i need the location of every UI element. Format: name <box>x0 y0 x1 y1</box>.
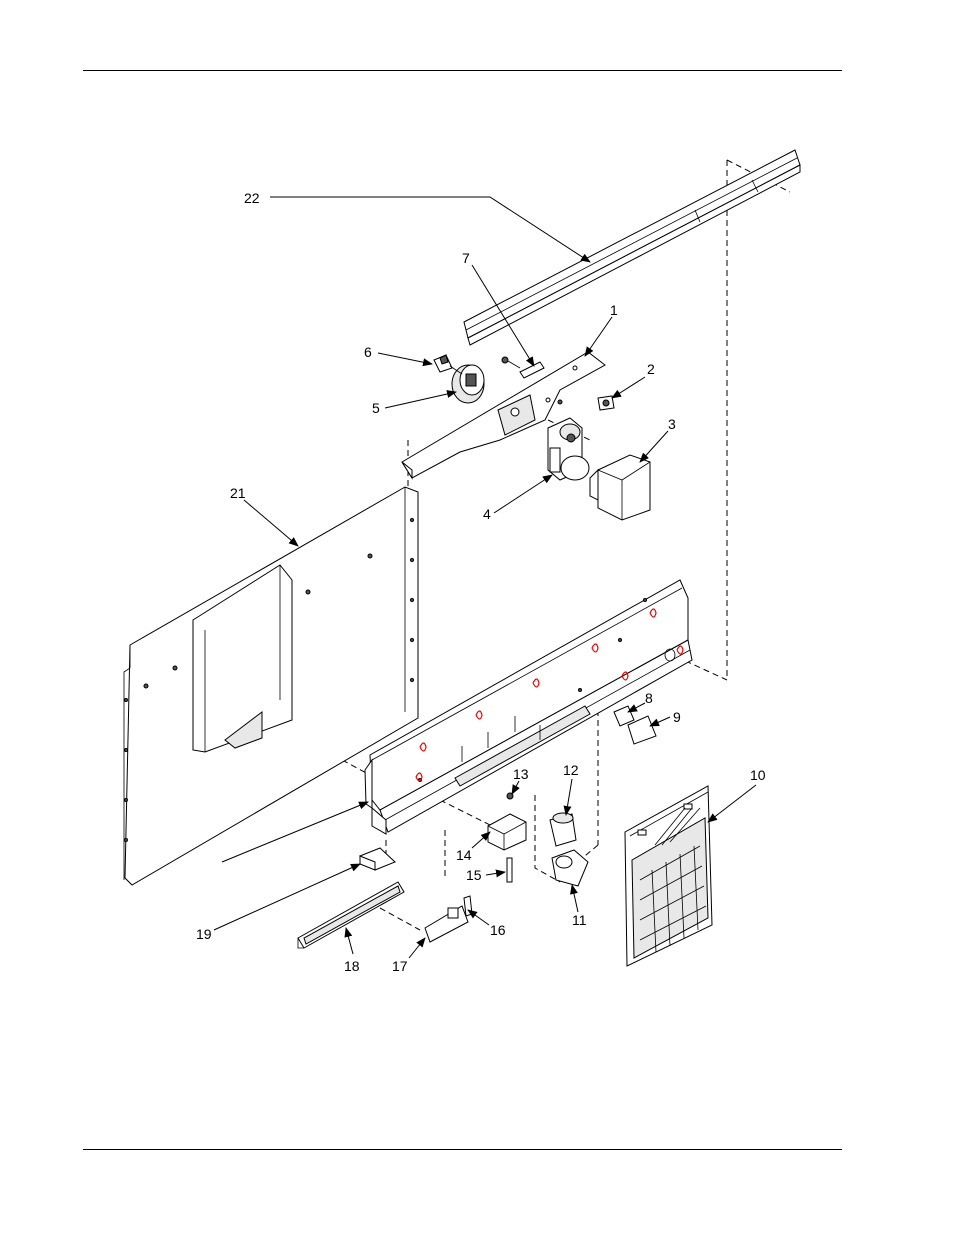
callout-22: 22 <box>244 190 260 206</box>
callout-1: 1 <box>610 302 618 318</box>
callout-13: 13 <box>513 766 529 782</box>
grille-panel-part <box>625 786 712 966</box>
callout-18: 18 <box>344 958 360 974</box>
callout-11: 11 <box>572 912 587 928</box>
callout-14: 14 <box>456 847 472 863</box>
bottom-bracket-part <box>360 848 395 870</box>
latch-plate-part <box>425 896 472 942</box>
callout-17: 17 <box>392 958 408 974</box>
callout-3: 3 <box>668 416 676 432</box>
motor-part <box>548 418 589 480</box>
hinge-block-part <box>488 793 526 882</box>
callout-8: 8 <box>645 690 653 706</box>
callout-2: 2 <box>647 361 655 377</box>
small-brackets-part <box>614 706 656 744</box>
knob-part <box>434 355 462 374</box>
callout-5: 5 <box>372 400 380 416</box>
top-rail-part <box>464 150 800 345</box>
callout-9: 9 <box>673 709 681 725</box>
callout-10: 10 <box>750 767 766 783</box>
callout-6: 6 <box>364 344 372 360</box>
callout-16: 16 <box>490 922 506 938</box>
callout-7: 7 <box>462 250 470 266</box>
caster-part <box>550 813 588 886</box>
small-clip-part <box>598 396 614 410</box>
callout-12: 12 <box>563 762 579 778</box>
callout-21: 21 <box>230 485 246 501</box>
callout-15: 15 <box>466 867 482 883</box>
callout-19: 19 <box>196 926 212 942</box>
cover-box-part <box>590 455 650 520</box>
callout-4: 4 <box>483 506 491 522</box>
toothed-rail-part <box>298 882 404 948</box>
